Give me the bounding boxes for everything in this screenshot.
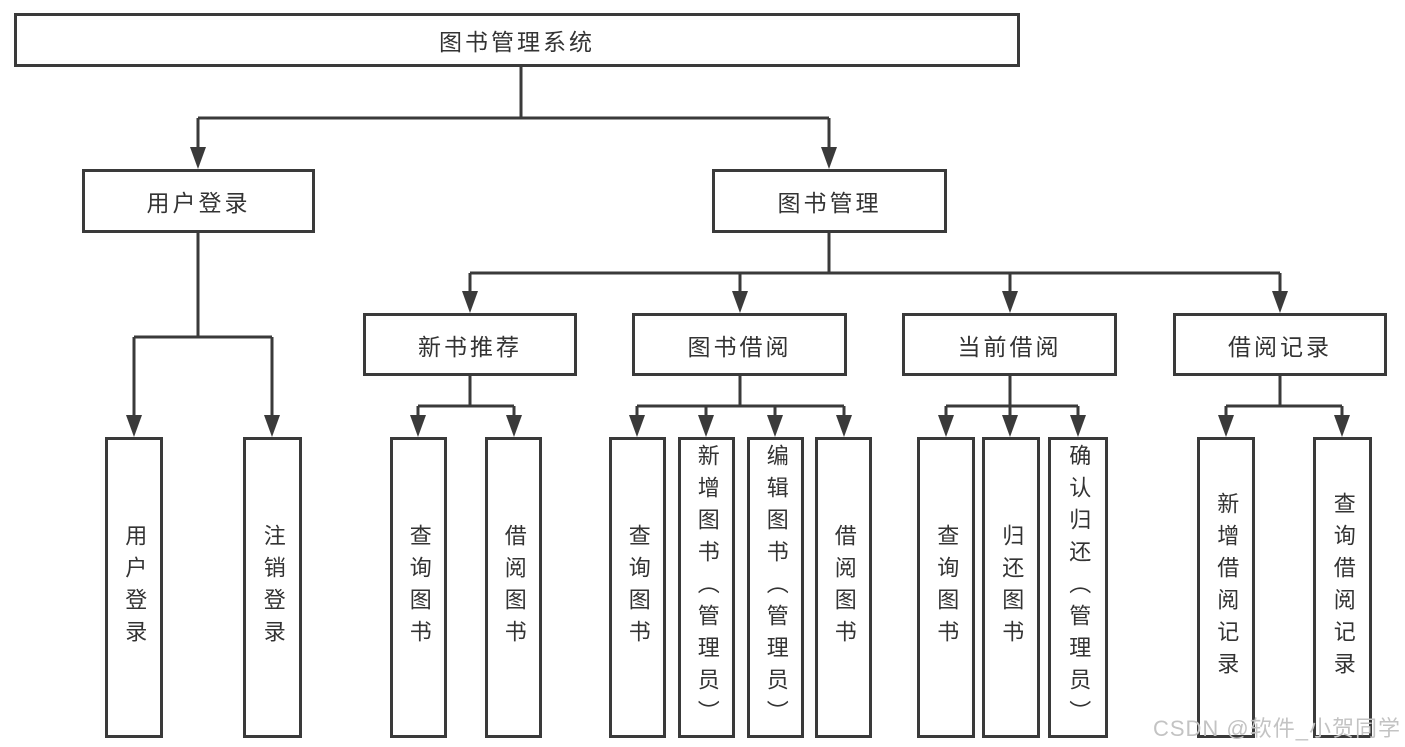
node-borrow-records: 借阅记录 — [1173, 313, 1387, 376]
node-current-borrowing: 当前借阅 — [902, 313, 1117, 376]
node-root: 图书管理系统 — [14, 13, 1020, 67]
leaf-records-add-record: 新增借阅记录 — [1197, 437, 1255, 738]
node-book-borrowing-label: 图书借阅 — [687, 333, 792, 360]
node-current-borrowing-label: 当前借阅 — [957, 333, 1062, 360]
node-book-management: 图书管理 — [712, 169, 947, 233]
leaf-borrowing-borrow-books: 借阅图书 — [815, 437, 872, 738]
node-user-login-label: 用户登录 — [146, 190, 251, 216]
node-new-book-recommend: 新书推荐 — [363, 313, 577, 376]
leaf-borrowing-query-books-label: 查询图书 — [625, 523, 651, 652]
leaf-current-return-books: 归还图书 — [982, 437, 1040, 738]
node-borrow-records-label: 借阅记录 — [1228, 333, 1332, 360]
leaf-current-return-books-label: 归还图书 — [999, 523, 1025, 652]
leaf-recommend-query-books-label: 查询图书 — [406, 523, 432, 652]
leaf-borrowing-borrow-books-label: 借阅图书 — [831, 523, 857, 652]
leaf-records-query-record: 查询借阅记录 — [1313, 437, 1372, 738]
leaf-records-add-record-label: 新增借阅记录 — [1214, 491, 1240, 684]
leaf-current-query-books: 查询图书 — [917, 437, 975, 738]
node-user-login: 用户登录 — [82, 169, 315, 233]
leaf-logout: 注销登录 — [243, 437, 302, 738]
leaf-recommend-borrow-books: 借阅图书 — [485, 437, 542, 738]
leaf-current-confirm-return-admin: 确认归还（管理员） — [1048, 437, 1108, 738]
leaf-borrowing-add-books-admin-label: 新增图书（管理员） — [694, 443, 720, 732]
leaf-borrowing-add-books-admin: 新增图书（管理员） — [678, 437, 735, 738]
node-root-label: 图书管理系统 — [439, 29, 595, 55]
leaf-logout-label: 注销登录 — [260, 523, 286, 652]
leaf-borrowing-edit-books-admin: 编辑图书（管理员） — [747, 437, 804, 738]
connector-lines — [132, 67, 1344, 428]
node-book-management-label: 图书管理 — [777, 190, 882, 216]
connector-arrowheads — [126, 147, 1350, 437]
leaf-current-confirm-return-admin-label: 确认归还（管理员） — [1066, 443, 1092, 732]
leaf-user-login-label: 用户登录 — [122, 523, 148, 652]
leaf-recommend-borrow-books-label: 借阅图书 — [501, 523, 527, 652]
node-book-borrowing: 图书借阅 — [632, 313, 847, 376]
leaf-borrowing-edit-books-admin-label: 编辑图书（管理员） — [763, 443, 789, 732]
node-new-book-recommend-label: 新书推荐 — [418, 333, 522, 360]
leaf-records-query-record-label: 查询借阅记录 — [1330, 491, 1356, 684]
leaf-recommend-query-books: 查询图书 — [390, 437, 447, 738]
leaf-current-query-books-label: 查询图书 — [934, 523, 960, 652]
leaf-borrowing-query-books: 查询图书 — [609, 437, 666, 738]
leaf-user-login: 用户登录 — [105, 437, 163, 738]
csdn-watermark: CSDN @软件_小贺同学 — [1152, 716, 1401, 741]
